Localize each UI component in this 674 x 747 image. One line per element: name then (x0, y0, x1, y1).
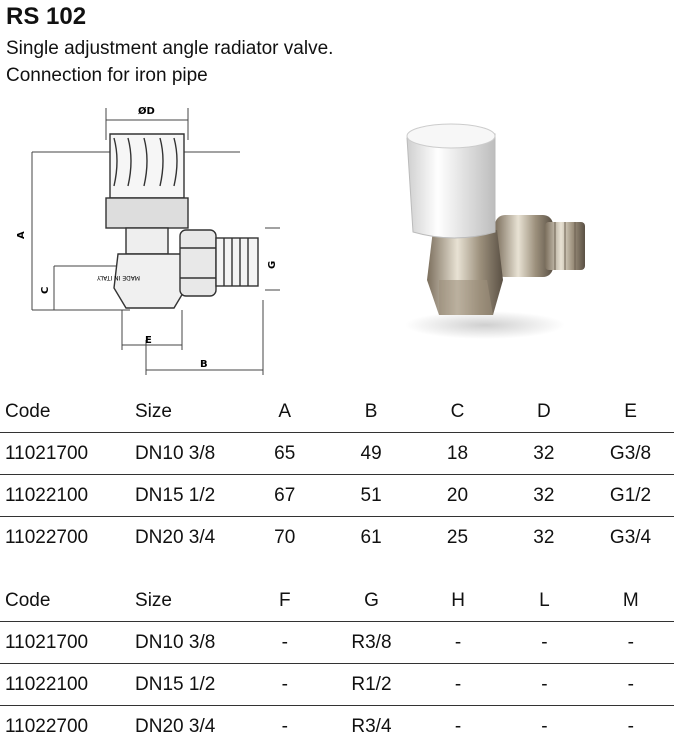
table-cell: 11021700 (0, 622, 131, 664)
table-cell: - (242, 664, 328, 706)
table-cell: - (415, 664, 501, 706)
column-header: B (328, 392, 414, 433)
table-cell: 49 (328, 433, 414, 475)
column-header: E (587, 392, 674, 433)
table-cell: 32 (501, 475, 587, 517)
table-cell: 25 (414, 517, 500, 559)
table-cell: - (501, 664, 587, 706)
product-subtitle-1: Single adjustment angle radiator valve. (6, 37, 333, 61)
table-cell: 11022100 (0, 664, 131, 706)
table-cell: 67 (242, 475, 328, 517)
product-subtitle-2: Connection for iron pipe (6, 64, 208, 88)
table-cell: - (588, 622, 674, 664)
column-header: H (415, 581, 501, 622)
table-cell: R3/4 (328, 706, 415, 747)
column-header: Size (131, 581, 242, 622)
table-cell: 32 (501, 433, 587, 475)
column-header: A (242, 392, 328, 433)
column-header: M (588, 581, 674, 622)
table-cell: - (588, 706, 674, 747)
table-cell: DN10 3/8 (131, 622, 242, 664)
table-cell: 65 (242, 433, 328, 475)
table-cell: 11021700 (0, 433, 131, 475)
column-header: D (501, 392, 587, 433)
table-cell: 20 (414, 475, 500, 517)
table-cell: 32 (501, 517, 587, 559)
table-cell: 18 (414, 433, 500, 475)
table-cell: 11022700 (0, 706, 131, 747)
table-cell: G3/4 (587, 517, 674, 559)
table-cell: 61 (328, 517, 414, 559)
table-cell: DN10 3/8 (131, 433, 242, 475)
stamp-label: MADE IN ITALY (97, 274, 140, 281)
table-cell: G3/8 (587, 433, 674, 475)
table-cell: DN20 3/4 (131, 706, 242, 747)
table-cell: - (242, 706, 328, 747)
product-title: RS 102 (6, 2, 86, 32)
dim-g-label: G (267, 261, 278, 269)
column-header: G (328, 581, 415, 622)
table-cell: - (415, 622, 501, 664)
table-cell: R1/2 (328, 664, 415, 706)
column-header: Code (0, 581, 131, 622)
table-cell: G1/2 (587, 475, 674, 517)
table-cell: - (415, 706, 501, 747)
table-cell: DN15 1/2 (131, 475, 242, 517)
table-cell: 11022700 (0, 517, 131, 559)
column-header: C (414, 392, 500, 433)
table-cell: 51 (328, 475, 414, 517)
column-header: Size (131, 392, 242, 433)
table-cell: - (501, 706, 587, 747)
table-cell: - (588, 664, 674, 706)
column-header: Code (0, 392, 131, 433)
dim-a-label: A (16, 231, 27, 239)
column-header: L (501, 581, 587, 622)
table-cell: R3/8 (328, 622, 415, 664)
dim-c-label: C (40, 287, 51, 294)
dim-e-label: E (145, 335, 152, 346)
column-header: F (242, 581, 328, 622)
table-cell: - (242, 622, 328, 664)
table-cell: DN15 1/2 (131, 664, 242, 706)
dim-d-label: ØD (138, 105, 155, 117)
table-cell: 70 (242, 517, 328, 559)
table-cell: 11022100 (0, 475, 131, 517)
dim-b-label: B (200, 359, 208, 370)
technical-drawing: ØD A C G E B MADE IN ITALY (10, 100, 280, 385)
valve-photo (395, 120, 610, 345)
table-cell: DN20 3/4 (131, 517, 242, 559)
table-cell: - (501, 622, 587, 664)
